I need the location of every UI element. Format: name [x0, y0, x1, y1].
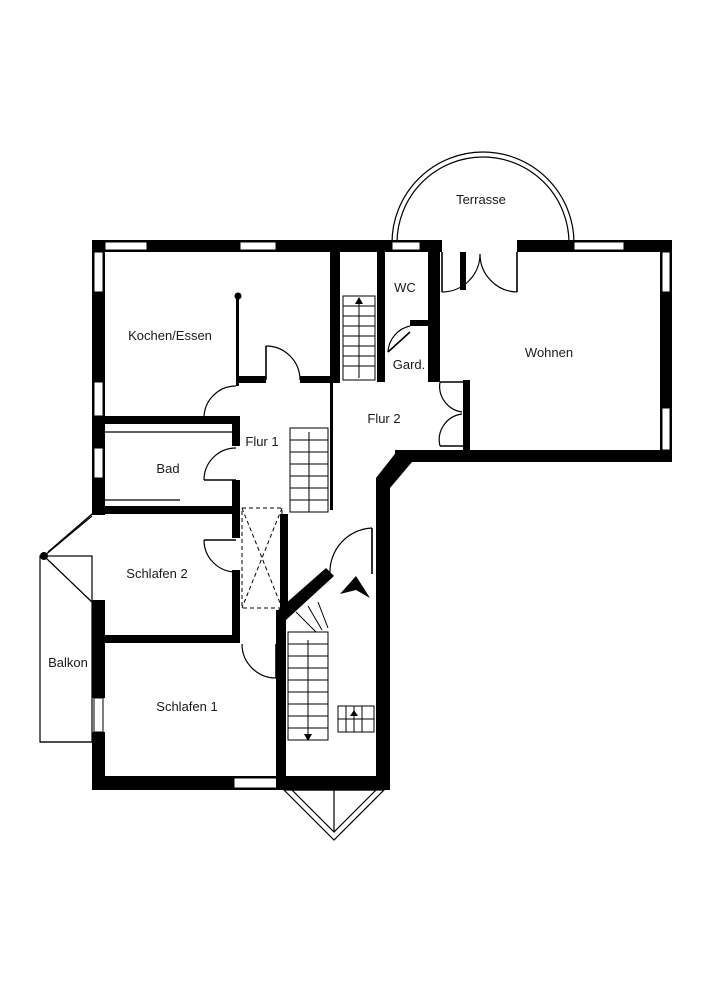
window-kitchen-top-2 — [239, 241, 277, 251]
wall-wohnen-bottom — [395, 450, 672, 462]
room-label-terrasse: Terrasse — [456, 192, 506, 207]
corner-dot-left — [92, 241, 102, 251]
room-label-flur2: Flur 2 — [367, 411, 400, 426]
door-terrace-arc-1 — [441, 253, 481, 293]
wall-kitchen-flur — [236, 296, 239, 386]
balkon-diag-1 — [47, 513, 93, 553]
wall-flur1-stair — [280, 514, 288, 614]
wall-left-lower-b — [92, 600, 105, 698]
wall-stair-right — [377, 252, 385, 382]
window-kitchen-top — [104, 241, 148, 251]
stair-entrance — [337, 705, 375, 733]
door-wc-arc — [387, 325, 411, 353]
wall-flur2-left — [330, 382, 333, 510]
room-label-balkon: Balkon — [48, 655, 88, 670]
door-wc-leaf — [387, 331, 411, 353]
wall-kitchen-bottom-1 — [236, 376, 266, 383]
window-wc-top — [391, 241, 421, 251]
door-wohnen-arc-2 — [438, 413, 463, 447]
door-terrace-arc-2 — [479, 253, 518, 293]
wall-lower-stair-left — [276, 610, 286, 788]
room-label-wohnen: Wohnen — [525, 345, 573, 360]
door-wohnen-arc-1 — [439, 381, 463, 413]
wall-bad-right-1 — [232, 416, 240, 446]
door-schlafen1-arc — [241, 643, 277, 679]
window-right-1 — [661, 251, 671, 293]
entrance-arrow-icon — [340, 576, 370, 598]
stair-lower — [287, 601, 329, 741]
door-kitchen-arc — [265, 345, 301, 381]
wall-schlafen2-right-2 — [232, 570, 240, 642]
door-schlafen2-arc — [203, 539, 237, 573]
room-label-schlafen2: Schlafen 2 — [126, 566, 187, 581]
wall-right-lower — [376, 478, 390, 788]
wall-left-lower — [92, 732, 105, 790]
wall-right — [660, 240, 672, 462]
wall-bad-right-2 — [232, 480, 240, 510]
corner-dot-right — [659, 241, 669, 251]
window-left-3 — [93, 447, 104, 479]
room-label-schlafen1: Schlafen 1 — [156, 699, 217, 714]
window-left-1 — [93, 251, 104, 293]
door-flur1-upper-arc — [203, 385, 237, 419]
window-terrace-top — [573, 241, 625, 251]
window-bottom — [233, 777, 283, 789]
wall-kitchen-bottom-2 — [300, 376, 340, 383]
room-label-gard: Gard. — [393, 357, 426, 372]
wall-bottom-right — [282, 776, 390, 790]
terrace-outline — [391, 151, 575, 244]
wall-wc-right — [428, 252, 440, 382]
wall-stair-left — [330, 252, 340, 382]
terrace-outline-inner — [396, 156, 570, 244]
stair-middle — [289, 427, 329, 513]
wall-wohnen-left-2 — [463, 380, 470, 450]
wall-bad-bottom — [92, 506, 240, 514]
wall-schlafen-divider — [105, 635, 240, 643]
wall-schlafen2-right-1 — [232, 514, 240, 538]
wall-bad-top — [92, 416, 240, 424]
room-label-flur1: Flur 1 — [245, 434, 278, 449]
balkon-diag-2 — [47, 559, 93, 603]
room-label-bad: Bad — [156, 461, 179, 476]
window-left-lower — [93, 697, 104, 733]
window-right-2 — [661, 407, 671, 451]
balkon-rail — [39, 555, 93, 743]
wall-left-upper — [92, 240, 105, 515]
door-entrance-arc — [329, 527, 373, 575]
stair-upper — [342, 295, 376, 381]
wall-wohnen-left-1 — [460, 252, 466, 290]
window-left-2 — [93, 381, 104, 417]
wall-lower-diagonal — [276, 568, 334, 620]
wall-wc-gard — [410, 320, 434, 326]
room-label-wc: WC — [394, 280, 416, 295]
room-label-kochen-essen: Kochen/Essen — [128, 328, 212, 343]
void-opening — [241, 507, 283, 609]
door-bad-arc — [203, 447, 237, 481]
